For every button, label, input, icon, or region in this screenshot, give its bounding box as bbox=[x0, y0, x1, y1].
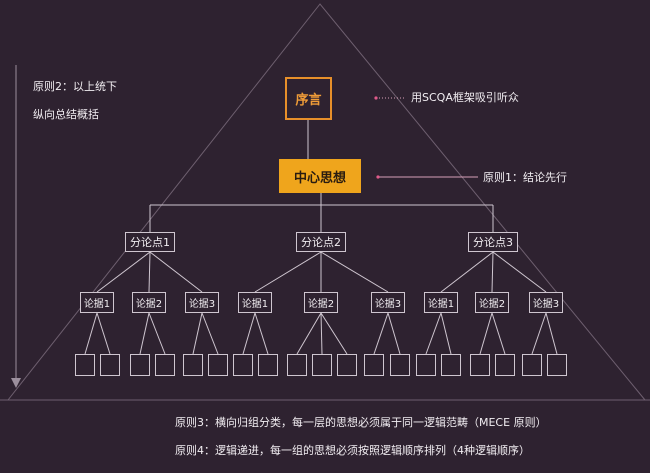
evidence-node-1-3: 论据3 bbox=[185, 292, 219, 313]
evidence-link-3-2 bbox=[491, 251, 494, 293]
evidence-node-2-2: 论据2 bbox=[304, 292, 338, 313]
leaf-link-6-1 bbox=[373, 312, 389, 355]
leaf-box bbox=[75, 354, 95, 376]
leaf-box bbox=[522, 354, 542, 376]
evidence-node-3-3: 论据3 bbox=[529, 292, 563, 313]
evidence-node-2-1: 论据1 bbox=[238, 292, 272, 313]
evidence-link-2-1 bbox=[254, 251, 322, 293]
leaf-box bbox=[155, 354, 175, 376]
leaf-box bbox=[390, 354, 410, 376]
preface-box: 序言 bbox=[285, 77, 332, 120]
leaf-link-5-3 bbox=[320, 312, 348, 355]
preface-note: 用SCQA框架吸引听众 bbox=[411, 91, 519, 104]
evidence-node-3-2: 论据2 bbox=[475, 292, 509, 313]
leaf-box bbox=[100, 354, 120, 376]
leaf-box bbox=[364, 354, 384, 376]
evidence-node-1-2: 论据2 bbox=[132, 292, 166, 313]
principle2-line1: 原则2：以上统下 bbox=[33, 80, 117, 93]
leaf-link-4-2 bbox=[254, 312, 269, 355]
leaf-link-1-1 bbox=[84, 312, 98, 355]
leaf-link-9-2 bbox=[545, 312, 558, 355]
principle4-text: 原则4：逻辑递进，每一组的思想必须按照逻辑顺序排列（4种逻辑顺序） bbox=[175, 444, 530, 457]
leaf-box bbox=[287, 354, 307, 376]
evidence-node-2-3: 论据3 bbox=[371, 292, 405, 313]
leaf-link-9-1 bbox=[531, 312, 547, 355]
evidence-link-1-2 bbox=[148, 251, 151, 293]
leaf-link-8-2 bbox=[491, 312, 506, 355]
evidence-node-1-1: 论据1 bbox=[80, 292, 114, 313]
leaf-box bbox=[130, 354, 150, 376]
leaf-box bbox=[183, 354, 203, 376]
leaf-box bbox=[258, 354, 278, 376]
leaf-box bbox=[416, 354, 436, 376]
evidence-link-2-3 bbox=[320, 251, 389, 293]
leaf-link-8-1 bbox=[479, 312, 493, 355]
argument-node-1: 分论点1 bbox=[125, 232, 175, 252]
evidence-link-1-1 bbox=[96, 251, 151, 293]
preface-leader-dot bbox=[374, 96, 378, 100]
principle1-text: 原则1：结论先行 bbox=[483, 171, 567, 184]
leaf-link-5-1 bbox=[296, 312, 322, 355]
vertical-arrow-head bbox=[11, 378, 21, 388]
leaf-link-7-2 bbox=[440, 312, 452, 355]
leaf-box bbox=[312, 354, 332, 376]
central-leader-dot bbox=[376, 175, 380, 179]
leaf-box bbox=[337, 354, 357, 376]
evidence-node-3-1: 论据1 bbox=[424, 292, 458, 313]
principle3-text: 原则3：横向归组分类，每一层的思想必须属于同一逻辑范畴（MECE 原则） bbox=[175, 416, 547, 429]
leaf-link-6-2 bbox=[387, 312, 401, 355]
evidence-link-3-3 bbox=[492, 251, 547, 293]
evidence-link-3-1 bbox=[440, 251, 494, 293]
argument-node-2: 分论点2 bbox=[296, 232, 346, 252]
leaf-link-2-1 bbox=[139, 312, 150, 355]
principle2-line2: 纵向总结概括 bbox=[33, 108, 99, 121]
leaf-box bbox=[470, 354, 490, 376]
leaf-link-2-2 bbox=[148, 312, 166, 355]
central-idea-box: 中心思想 bbox=[279, 159, 361, 193]
leaf-link-5-2 bbox=[320, 312, 323, 355]
argument-node-3: 分论点3 bbox=[468, 232, 518, 252]
leaf-link-7-1 bbox=[425, 312, 442, 355]
leaf-box bbox=[208, 354, 228, 376]
leaf-box bbox=[547, 354, 567, 376]
leaf-link-3-2 bbox=[201, 312, 219, 355]
evidence-link-1-3 bbox=[149, 251, 203, 293]
leaf-link-1-2 bbox=[96, 312, 111, 355]
leaf-box bbox=[233, 354, 253, 376]
leaf-box bbox=[441, 354, 461, 376]
pyramid-outline bbox=[7, 3, 646, 401]
leaf-link-3-1 bbox=[192, 312, 203, 355]
leaf-link-4-1 bbox=[242, 312, 256, 355]
leaf-box bbox=[495, 354, 515, 376]
